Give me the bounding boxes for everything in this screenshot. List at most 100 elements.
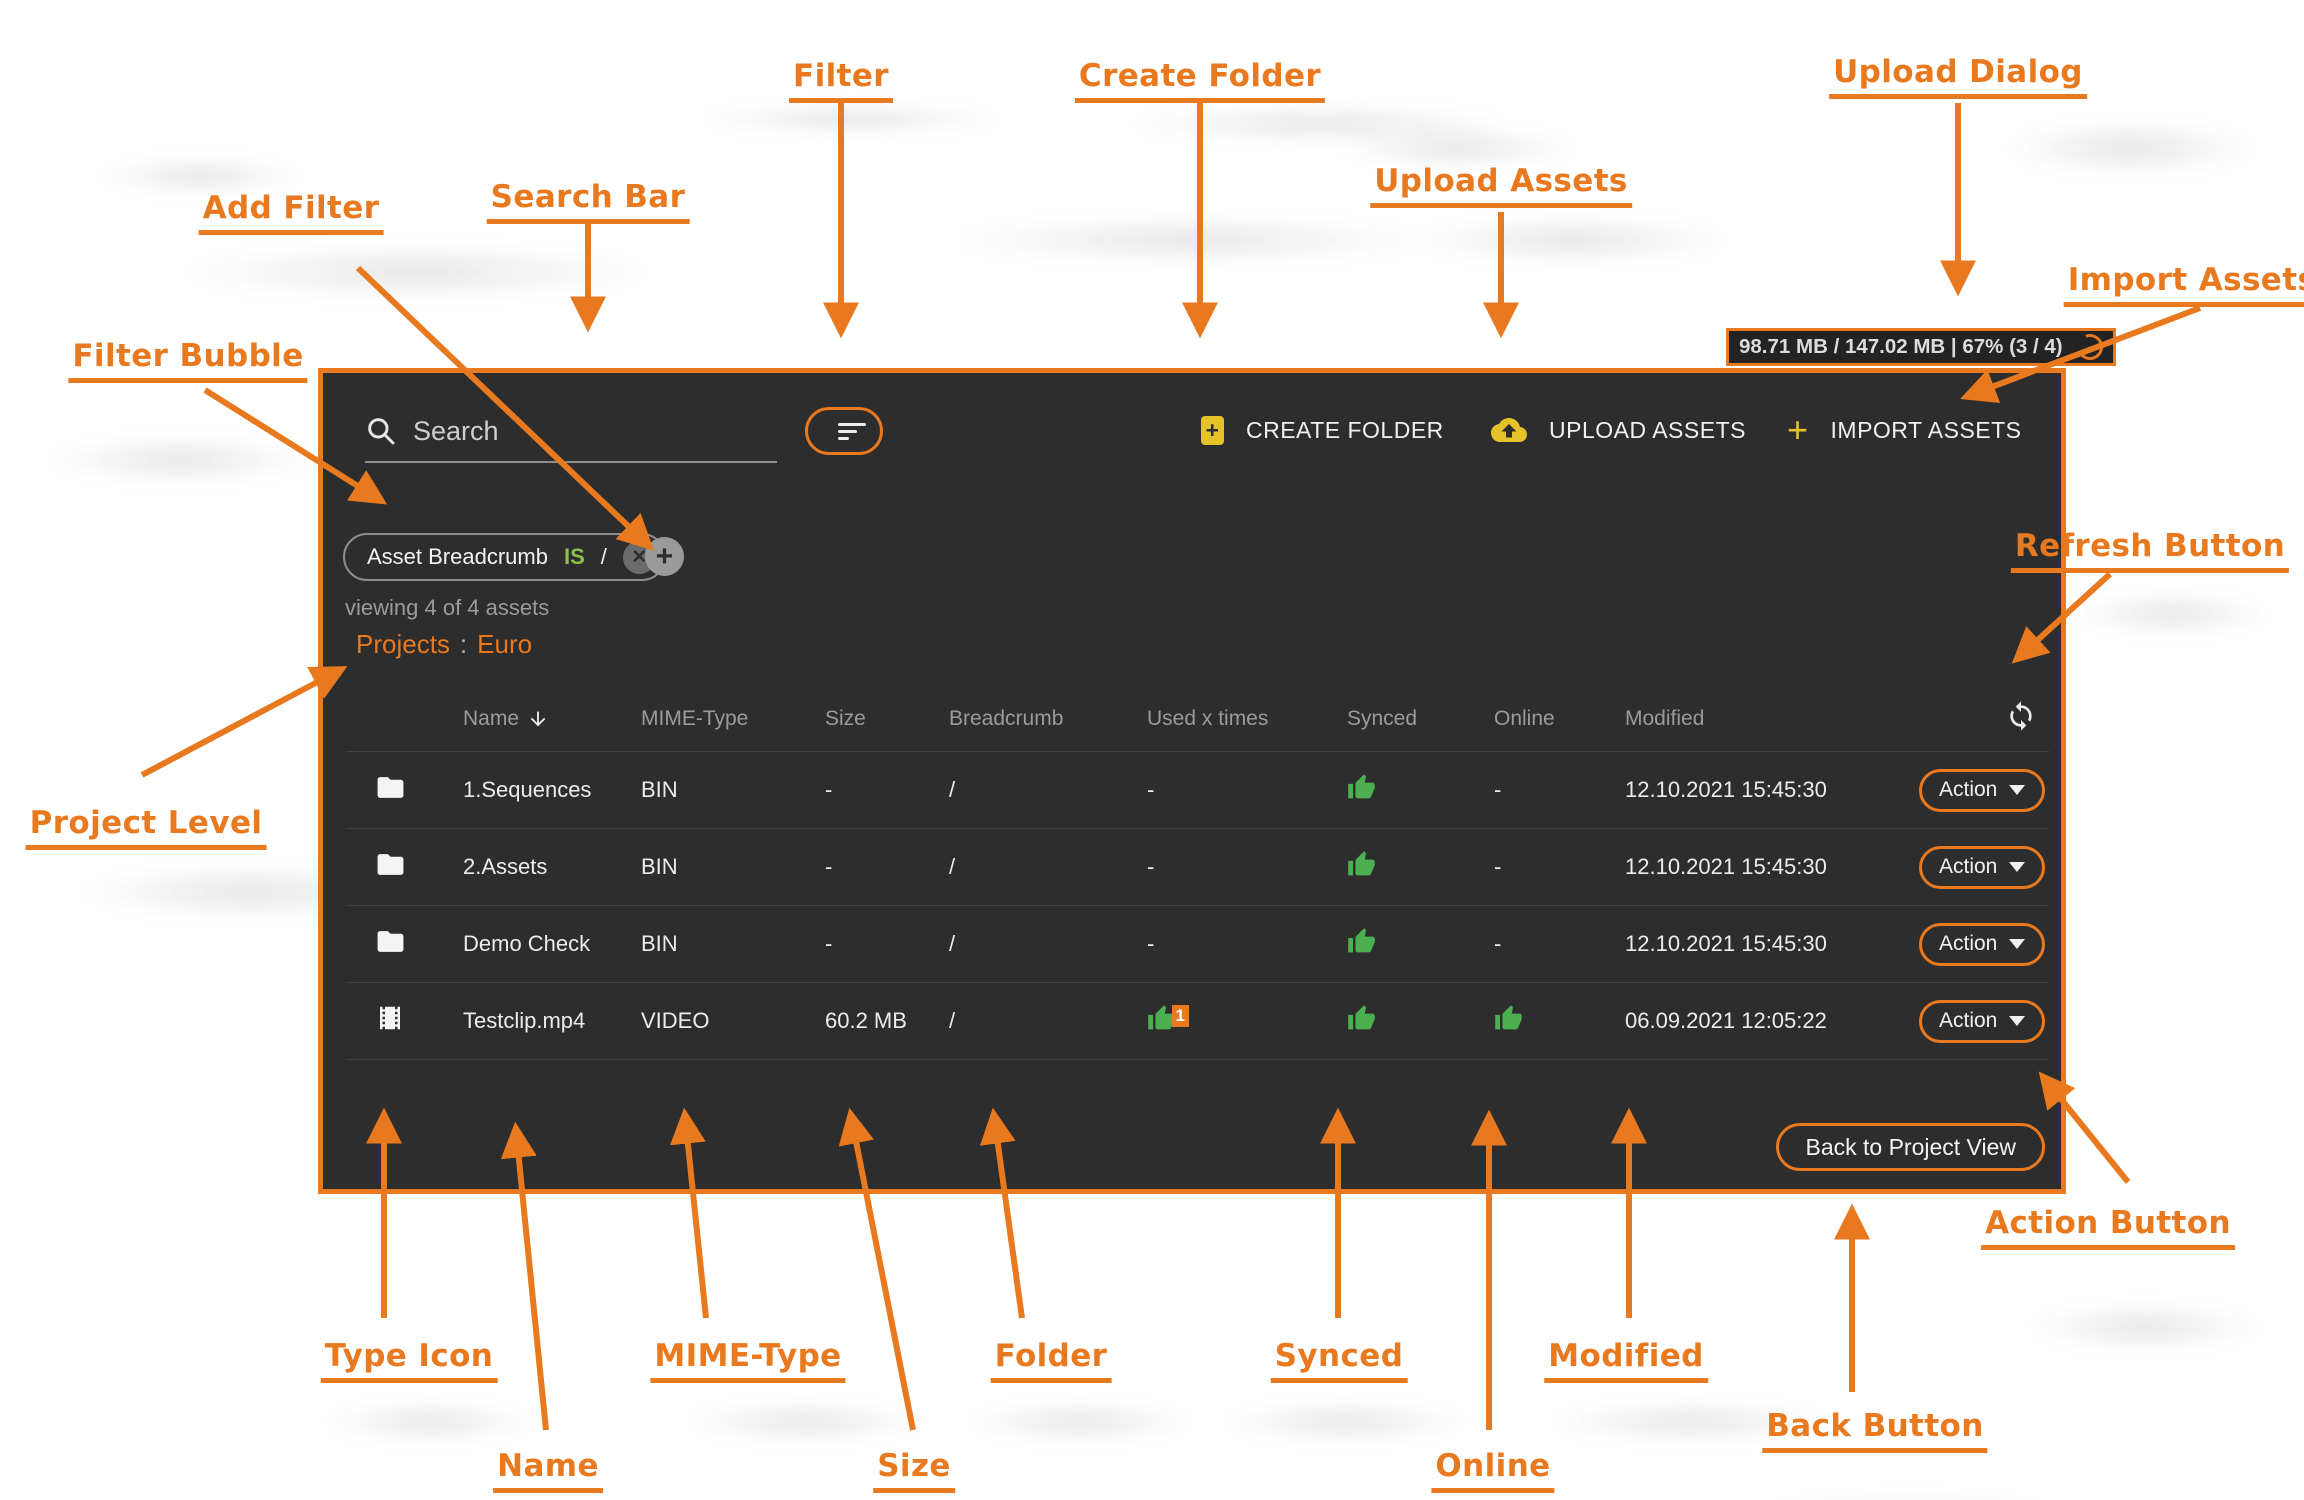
- back-to-project-view-button[interactable]: Back to Project View: [1776, 1123, 2045, 1171]
- action-button[interactable]: Action: [1919, 768, 2046, 812]
- caret-down-icon: [2009, 939, 2026, 949]
- row-online: -: [1494, 777, 1502, 802]
- column-header-modified[interactable]: Modified: [1625, 707, 1705, 730]
- folder-icon: [347, 849, 463, 886]
- create-folder-icon: +: [1201, 415, 1224, 445]
- folder-icon: [347, 772, 463, 809]
- refresh-button[interactable]: [2005, 700, 2037, 732]
- upload-assets-button[interactable]: UPLOAD ASSETS: [1485, 405, 1752, 455]
- row-action: Action: [1919, 922, 2049, 966]
- annotation-back-button: Back Button: [1762, 1408, 1988, 1453]
- add-filter-button[interactable]: +: [645, 537, 684, 576]
- column-header-breadcrumb[interactable]: Breadcrumb: [949, 707, 1064, 730]
- table-header: Name MIME-Type Size Breadcrumb Used x ti…: [347, 687, 2049, 752]
- shadow-blob: [640, 1392, 970, 1452]
- breadcrumb-separator: :: [459, 629, 468, 659]
- shadow-blob: [0, 425, 360, 495]
- row-used-x-times: -: [1147, 931, 1155, 956]
- thumb-up-icon: [1347, 773, 1376, 802]
- sort-descending-icon: [530, 711, 546, 727]
- asset-panel: + CREATE FOLDER UPLOAD ASSETS + IMPORT A…: [318, 368, 2066, 1194]
- annotation-create-folder: Create Folder: [1074, 58, 1326, 103]
- row-modified: 12.10.2021 15:45:30: [1625, 777, 1827, 802]
- row-used-x-times: -: [1147, 854, 1155, 879]
- row-modified: 06.09.2021 12:05:22: [1625, 1008, 1827, 1033]
- row-synced: [1347, 1004, 1494, 1039]
- annotation-action-button: Action Button: [1981, 1205, 2235, 1250]
- filter-bubble-value: /: [600, 544, 607, 569]
- search-bar[interactable]: [365, 401, 777, 463]
- action-button[interactable]: Action: [1919, 999, 2046, 1043]
- arrow-project-level: [140, 666, 348, 778]
- shadow-blob: [1690, 1482, 2130, 1500]
- filter-bubble-field: Asset Breadcrumb: [367, 544, 548, 569]
- folder-icon: [347, 926, 463, 963]
- row-action: Action: [1919, 768, 2049, 812]
- filter-button[interactable]: [805, 407, 883, 455]
- filter-bubble-operator: IS: [563, 544, 585, 569]
- row-size: -: [825, 854, 833, 879]
- asset-table: Name MIME-Type Size Breadcrumb Used x ti…: [347, 687, 2049, 1060]
- annotation-search-bar: Search Bar: [486, 179, 690, 224]
- row-mime-type: BIN: [641, 854, 678, 879]
- row-action: Action: [1919, 845, 2049, 889]
- import-assets-label: IMPORT ASSETS: [1830, 416, 2022, 443]
- breadcrumb: Projects: Euro: [356, 629, 532, 660]
- column-header-online[interactable]: Online: [1494, 707, 1555, 730]
- shadow-blob: [1985, 1292, 2304, 1362]
- column-header-size[interactable]: Size: [825, 707, 866, 730]
- column-header-used-x-times[interactable]: Used x times: [1147, 707, 1269, 730]
- column-header-synced[interactable]: Synced: [1347, 707, 1418, 730]
- row-synced: [1347, 927, 1494, 962]
- column-header-name[interactable]: Name: [463, 707, 641, 731]
- annotation-size: Size: [873, 1448, 955, 1493]
- shadow-blob: [1352, 205, 1792, 275]
- row-mime-type: BIN: [641, 777, 678, 802]
- row-size: 60.2 MB: [825, 1008, 907, 1033]
- annotation-project-level: Project Level: [25, 805, 267, 850]
- shadow-blob: [2040, 582, 2304, 646]
- row-synced: [1347, 850, 1494, 885]
- action-button[interactable]: Action: [1919, 845, 2046, 889]
- breadcrumb-current[interactable]: Euro: [477, 629, 533, 659]
- row-synced: [1347, 773, 1494, 808]
- breadcrumb-root[interactable]: Projects: [356, 629, 450, 659]
- used-count-badge: 1: [1171, 1004, 1189, 1027]
- action-button[interactable]: Action: [1919, 922, 2046, 966]
- annotation-name: Name: [493, 1448, 603, 1493]
- search-input[interactable]: [411, 414, 745, 448]
- caret-down-icon: [2009, 1016, 2026, 1026]
- row-online: [1494, 1004, 1625, 1039]
- caret-down-icon: [2009, 862, 2026, 872]
- row-breadcrumb: /: [949, 931, 956, 956]
- annotation-mime-type: MIME-Type: [650, 1338, 846, 1383]
- row-used-x-times: 1: [1147, 1004, 1347, 1039]
- row-name: Testclip.mp4: [463, 1008, 586, 1033]
- filter-bubble[interactable]: Asset Breadcrumb IS / ✕: [343, 533, 666, 581]
- annotation-filter-bubble: Filter Bubble: [68, 338, 308, 383]
- annotation-online: Online: [1431, 1448, 1555, 1493]
- storage-badge: 98.71 MB / 147.02 MB | 67% (3 / 4): [1726, 328, 2116, 366]
- row-breadcrumb: /: [949, 777, 956, 802]
- row-action: Action: [1919, 999, 2049, 1043]
- annotation-type-icon: Type Icon: [320, 1338, 498, 1383]
- viewing-count: viewing 4 of 4 assets: [345, 595, 550, 620]
- thumb-up-icon: [1494, 1004, 1523, 1033]
- action-button-label: Action: [1939, 778, 1998, 801]
- import-assets-button[interactable]: + IMPORT ASSETS: [1781, 405, 2028, 455]
- create-folder-button[interactable]: + CREATE FOLDER: [1195, 405, 1450, 455]
- action-button-label: Action: [1939, 1009, 1998, 1032]
- row-name: 2.Assets: [463, 854, 548, 879]
- column-header-mime-type[interactable]: MIME-Type: [641, 707, 749, 730]
- search-icon: [368, 418, 395, 445]
- thumb-up-icon: [1347, 927, 1376, 956]
- create-folder-label: CREATE FOLDER: [1246, 416, 1444, 443]
- row-size: -: [825, 931, 833, 956]
- film-icon: [347, 1003, 463, 1039]
